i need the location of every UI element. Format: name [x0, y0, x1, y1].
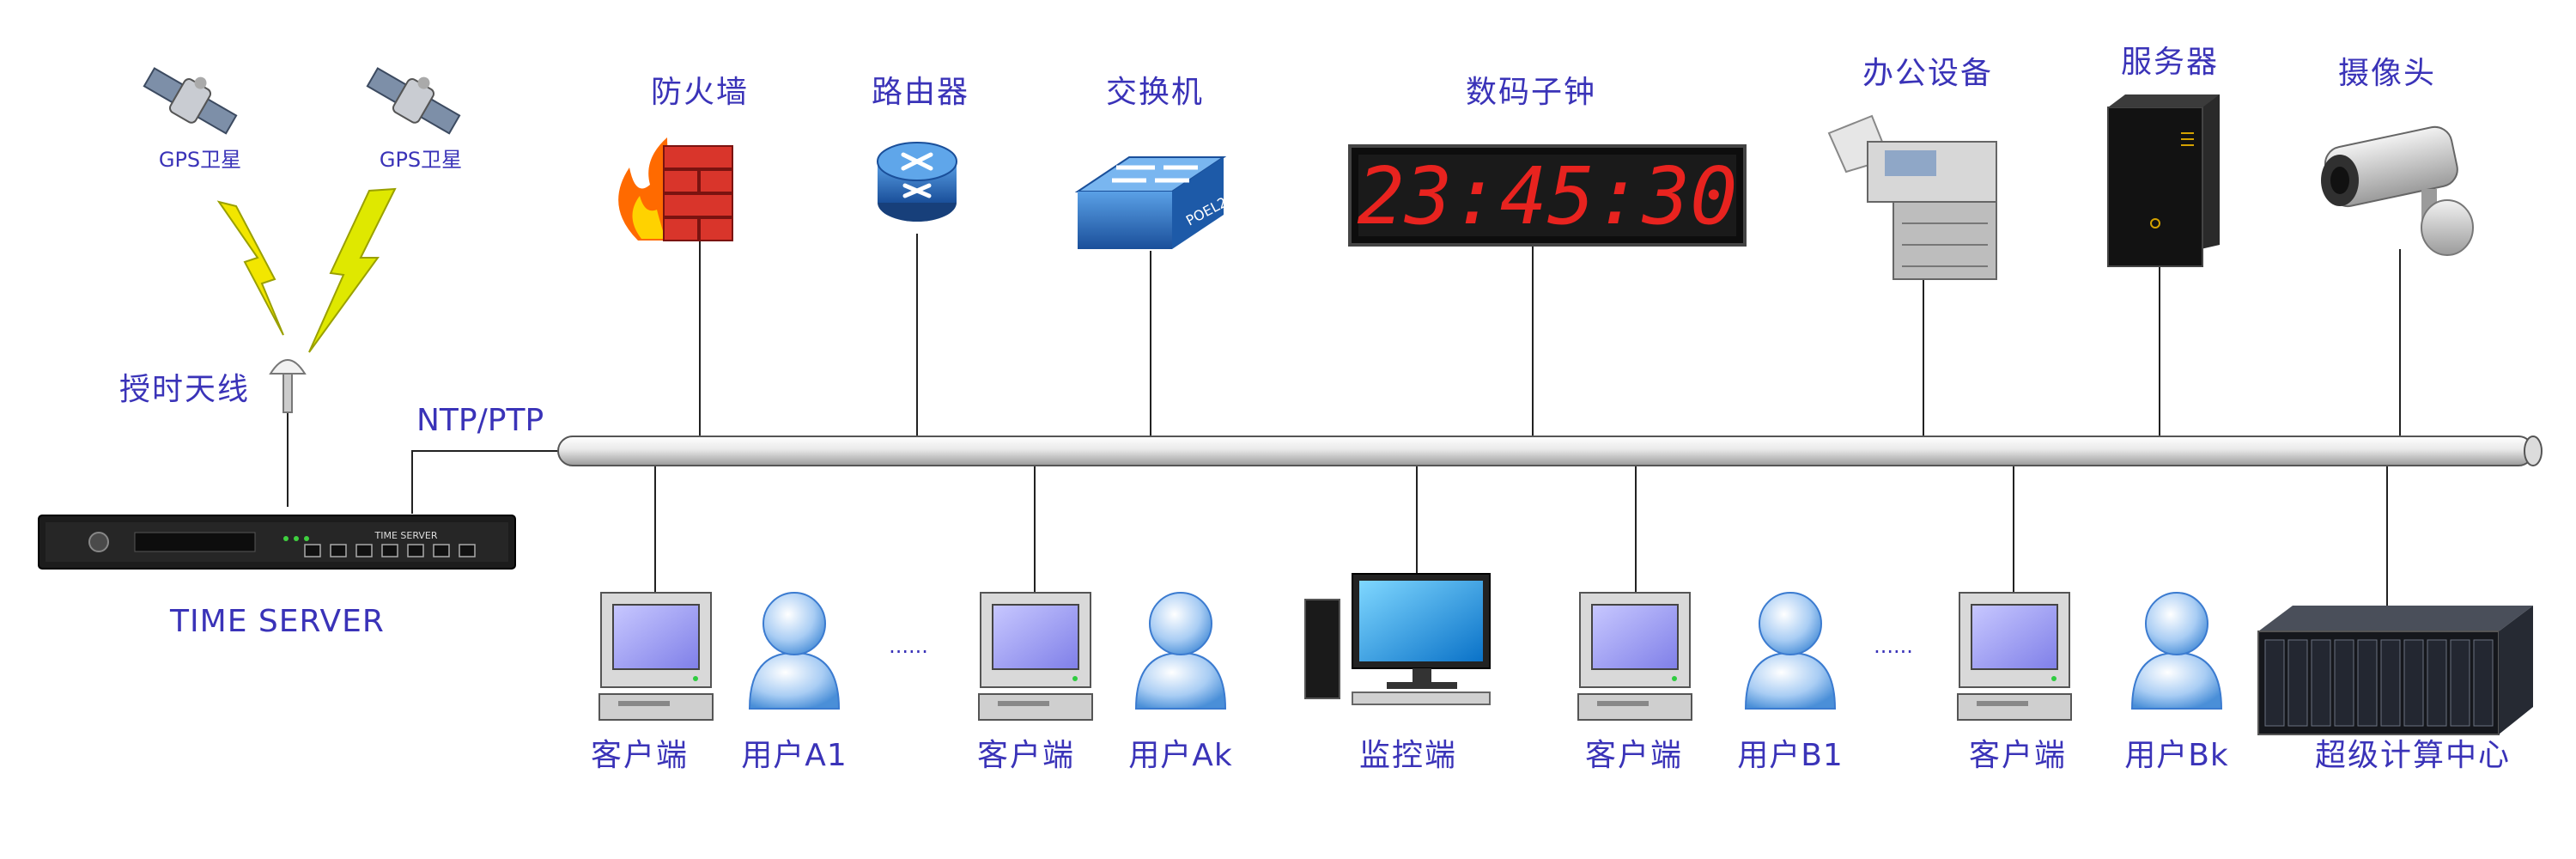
lightning-icon — [308, 187, 397, 353]
node-label: 用户Ak — [1128, 738, 1233, 773]
camera-icon — [2321, 125, 2474, 256]
device-label-firewall: 防火墙 — [650, 75, 750, 110]
server-label: TIME SERVER — [170, 604, 385, 639]
user-icon — [2130, 592, 2223, 710]
node-ellipsis: ...... — [1874, 634, 1913, 658]
network-bus — [557, 436, 2543, 466]
client-computer-icon — [1577, 592, 1692, 721]
connector-lines — [287, 234, 2401, 606]
firewall-icon — [618, 137, 733, 241]
antenna-label: 授时天线 — [118, 372, 251, 407]
satellite-label: GPS卫星 — [379, 148, 463, 172]
clock-time-display: 23:45:30 — [1357, 150, 1737, 242]
server-tower-icon — [2107, 94, 2220, 267]
device-label-office: 办公设备 — [1862, 56, 1994, 91]
client-computer-icon — [978, 592, 1093, 721]
client-computer-icon — [1957, 592, 2072, 721]
node-label: 客户端 — [1584, 738, 1684, 773]
satellite-icon — [143, 67, 238, 135]
lightning-icon — [216, 200, 284, 336]
node-label: 用户B1 — [1737, 738, 1844, 773]
device-label-camera: 摄像头 — [2337, 56, 2437, 91]
user-icon — [1134, 592, 1227, 710]
protocol-label: NTP/PTP — [416, 403, 544, 438]
time-server-icon: TIME SERVER — [38, 515, 516, 570]
satellite-label: GPS卫星 — [158, 148, 242, 172]
switch-icon: POEL2 — [1074, 156, 1230, 249]
device-label-server: 服务器 — [2120, 45, 2220, 80]
node-label: 超级计算中心 — [2314, 738, 2512, 773]
node-label: 客户端 — [1968, 738, 2068, 773]
antenna-icon — [269, 359, 307, 413]
server-panel-title: TIME SERVER — [374, 530, 438, 541]
node-label: 用户A1 — [741, 738, 848, 773]
user-icon — [748, 592, 841, 710]
office-printer-icon — [1827, 114, 1997, 280]
monitor-workstation-icon — [1304, 573, 1491, 705]
device-label-clock: 数码子钟 — [1465, 75, 1597, 110]
satellite-icon — [366, 67, 461, 135]
supercomputer-icon — [2257, 606, 2533, 735]
device-label-router: 路由器 — [871, 75, 970, 110]
digital-clock-icon: 23:45:30 — [1348, 144, 1747, 247]
node-ellipsis: ...... — [889, 634, 928, 658]
node-label: 客户端 — [590, 738, 690, 773]
node-label: 用户Bk — [2124, 738, 2229, 773]
node-label: 客户端 — [976, 738, 1076, 773]
device-label-switch: 交换机 — [1105, 75, 1205, 110]
node-label: 监控端 — [1358, 738, 1458, 773]
user-icon — [1744, 592, 1837, 710]
client-computer-icon — [598, 592, 714, 721]
router-icon — [877, 142, 957, 222]
